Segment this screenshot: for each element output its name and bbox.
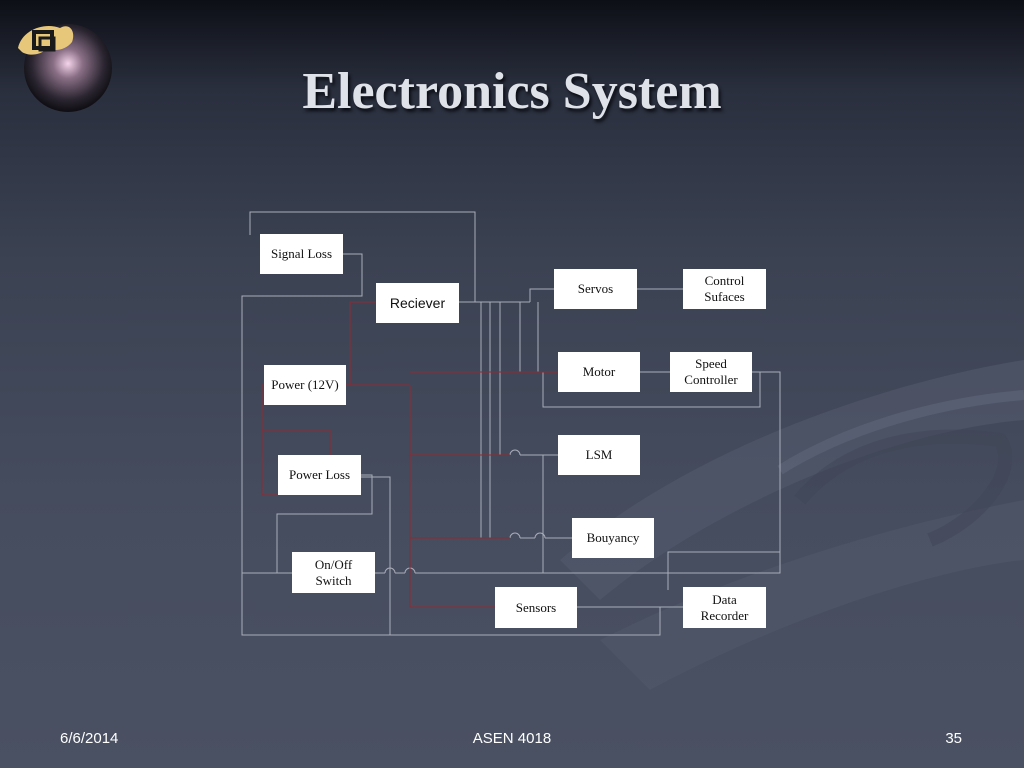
footer-date: 6/6/2014 — [60, 730, 119, 747]
wire-hop-3 — [534, 532, 546, 539]
node-sensors-label: Sensors — [515, 599, 557, 615]
cu-buffalo-logo-icon — [18, 24, 112, 112]
node-power-loss-label: Power Loss — [288, 467, 351, 482]
node-receiver: Reciever — [376, 283, 459, 323]
slide-title: Electronics System — [302, 63, 722, 120]
node-onoff-switch-label-line1: On/Off — [314, 556, 353, 572]
wire-recorder-up — [667, 551, 780, 590]
node-sensors: Sensors — [495, 587, 577, 628]
node-buoyancy: Bouyancy — [572, 518, 654, 558]
node-receiver-label: Reciever — [389, 295, 446, 311]
node-control-surfaces-label-line1: Control — [704, 273, 745, 288]
node-power-label: Power (12V) — [271, 377, 339, 392]
node-speed-controller-label-line1: Speed — [695, 356, 727, 371]
wire-power-loss-side — [261, 430, 278, 496]
node-control-surfaces-label-line2: Sufaces — [704, 289, 745, 304]
node-lsm: LSM — [558, 435, 640, 475]
node-buoyancy-label: Bouyancy — [586, 530, 640, 545]
footer-course: ASEN 4018 — [472, 730, 552, 747]
node-signal-loss: Signal Loss — [260, 234, 343, 274]
node-data-recorder-label-line2: Recorder — [700, 607, 749, 623]
node-motor: Motor — [558, 352, 640, 392]
wire-speed-controller-right — [543, 371, 781, 574]
node-servos: Servos — [554, 269, 637, 309]
wire-bus-lsm — [499, 302, 510, 456]
wire-power-sensors — [409, 385, 495, 608]
node-onoff-switch-label-line2: Switch — [315, 572, 352, 588]
wire-bus-motor — [537, 302, 558, 373]
node-control-surfaces: Control Sufaces — [683, 269, 766, 309]
wire-signal-loss-receiver — [249, 211, 476, 302]
node-speed-controller: Speed Controller — [670, 352, 752, 392]
node-power-loss: Power Loss — [278, 455, 361, 495]
wire-hop-2 — [509, 532, 521, 539]
node-motor-label: Motor — [582, 364, 616, 379]
node-data-recorder: Data Recorder — [683, 587, 766, 628]
node-onoff-switch: On/Off Switch — [292, 552, 375, 593]
node-signal-loss-label: Signal Loss — [270, 246, 333, 261]
wire-signal-loss-loop — [241, 253, 390, 636]
node-lsm-label: LSM — [585, 447, 613, 462]
footer-page-number: 35 — [945, 730, 962, 747]
wire-power-receiver — [349, 301, 376, 385]
wire-bus-servos — [529, 288, 554, 302]
node-power: Power (12V) — [264, 365, 346, 405]
node-speed-controller-label-line2: Controller — [684, 372, 738, 387]
wire-hop-4 — [384, 567, 396, 574]
node-data-recorder-label-line1: Data — [712, 591, 737, 607]
node-servos-label: Servos — [577, 281, 614, 296]
wire-hop-1 — [509, 449, 521, 456]
